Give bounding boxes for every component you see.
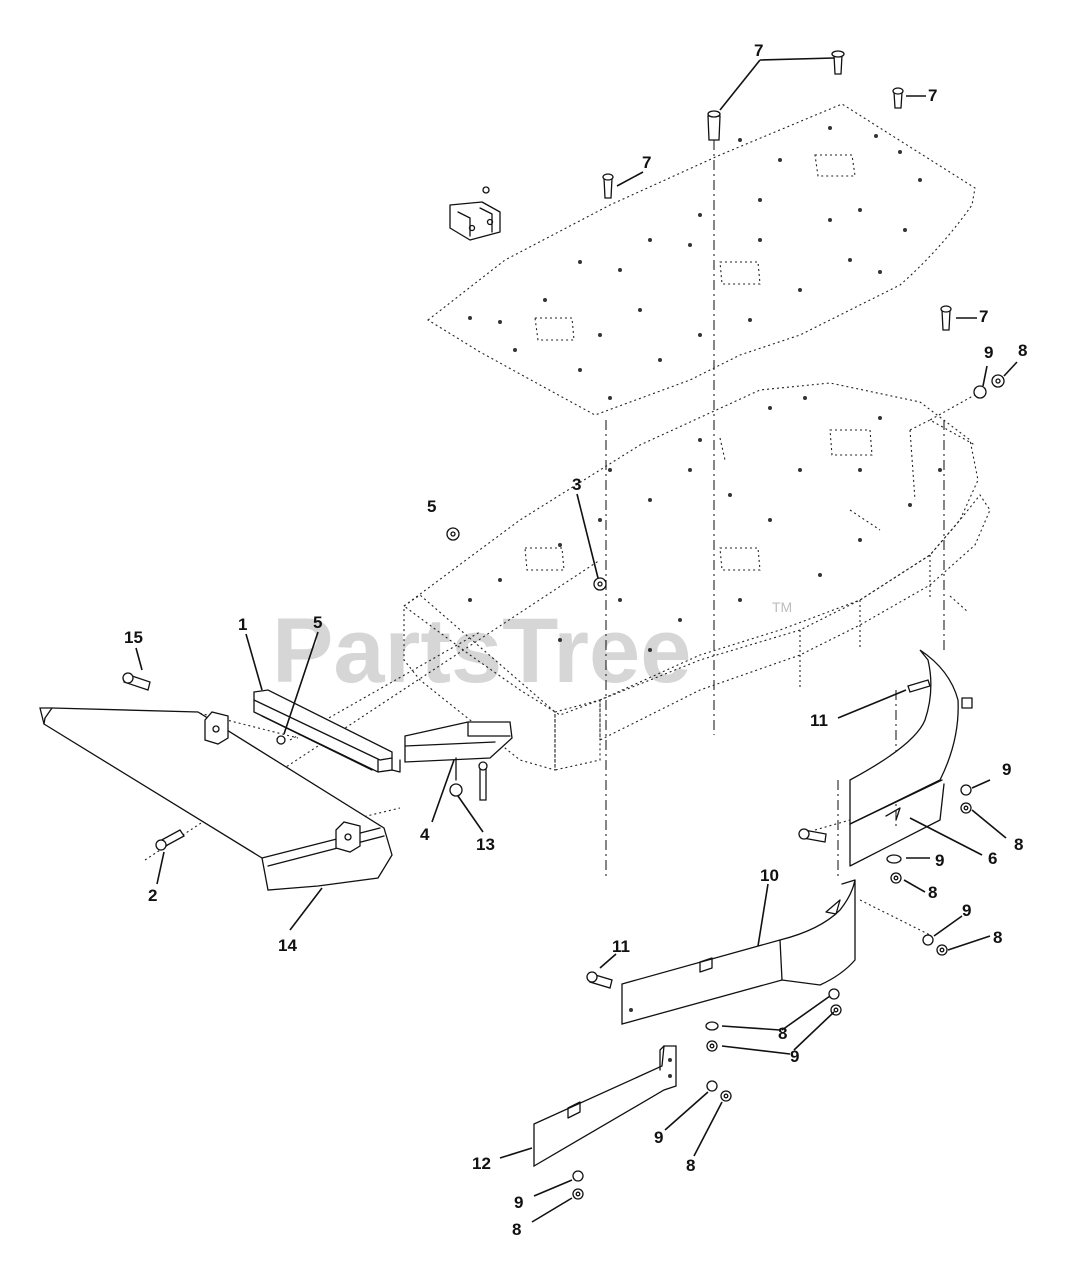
callout-11: 11 <box>810 711 828 730</box>
discharge-chute <box>39 707 393 891</box>
bolt-7-d <box>602 173 614 199</box>
washer-nut-9-8-top <box>973 374 1005 399</box>
deck-housing-holes <box>468 396 942 652</box>
chute-hinge-bar <box>253 689 401 773</box>
washers-nuts-center <box>572 988 842 1200</box>
rear-baffle <box>621 879 856 1025</box>
callout-7: 7 <box>754 41 763 60</box>
callout-8: 8 <box>928 883 937 902</box>
callout-8: 8 <box>1014 835 1023 854</box>
callout-4: 4 <box>420 825 430 844</box>
leader-lines <box>135 57 1018 1223</box>
mower-deck-housing <box>403 382 991 771</box>
callout-9: 9 <box>514 1193 523 1212</box>
watermark-trademark: TM <box>772 599 792 615</box>
nut-3 <box>593 577 607 591</box>
deflector-plate <box>404 721 513 781</box>
bolt-15 <box>122 672 151 691</box>
bolt-7-b <box>831 50 845 75</box>
callout-10: 10 <box>760 866 779 885</box>
callout-1: 1 <box>238 615 247 634</box>
callout-7: 7 <box>979 307 988 326</box>
callout-3: 3 <box>572 475 581 494</box>
callout-8: 8 <box>993 928 1002 947</box>
deck-top-holes <box>468 126 922 400</box>
bolt-4-13 <box>449 761 488 801</box>
callout-9: 9 <box>654 1128 663 1147</box>
lower-baffle <box>533 1045 677 1168</box>
callout-5: 5 <box>313 613 322 632</box>
callout-8: 8 <box>778 1024 787 1043</box>
bolt-2 <box>155 829 185 851</box>
callout-9: 9 <box>984 343 993 362</box>
callout-8: 8 <box>686 1156 695 1175</box>
deck-top-plate <box>427 103 976 416</box>
callout-15: 15 <box>124 628 143 647</box>
bolt-11-upper <box>798 679 931 843</box>
callout-9: 9 <box>790 1047 799 1066</box>
callout-2: 2 <box>148 886 157 905</box>
bolt-7-c <box>892 87 904 109</box>
callout-labels: 7 7 7 7 9 8 5 3 15 1 5 4 13 2 14 11 9 8 … <box>124 41 1027 1239</box>
bracket-upper <box>449 186 501 241</box>
chute-hinge-brackets <box>204 711 361 853</box>
callout-9: 9 <box>1002 760 1011 779</box>
callout-7: 7 <box>642 153 651 172</box>
bolt-7-e <box>940 305 952 331</box>
nut-5-top <box>446 527 460 541</box>
callout-14: 14 <box>278 936 297 955</box>
bolt-11-lower <box>586 971 613 989</box>
callout-5: 5 <box>427 497 436 516</box>
callout-13: 13 <box>476 835 495 854</box>
washers-nuts-right <box>886 784 972 956</box>
bolt-7-tall <box>707 110 721 141</box>
callout-8: 8 <box>1018 341 1027 360</box>
front-baffle-right <box>849 649 973 867</box>
callout-9: 9 <box>935 851 944 870</box>
callout-12: 12 <box>472 1154 491 1173</box>
callout-8: 8 <box>512 1220 521 1239</box>
watermark-text: PartsTree <box>272 600 691 702</box>
callout-7: 7 <box>928 86 937 105</box>
callout-9: 9 <box>962 901 971 920</box>
callout-11: 11 <box>612 937 630 956</box>
callout-6: 6 <box>988 849 997 868</box>
